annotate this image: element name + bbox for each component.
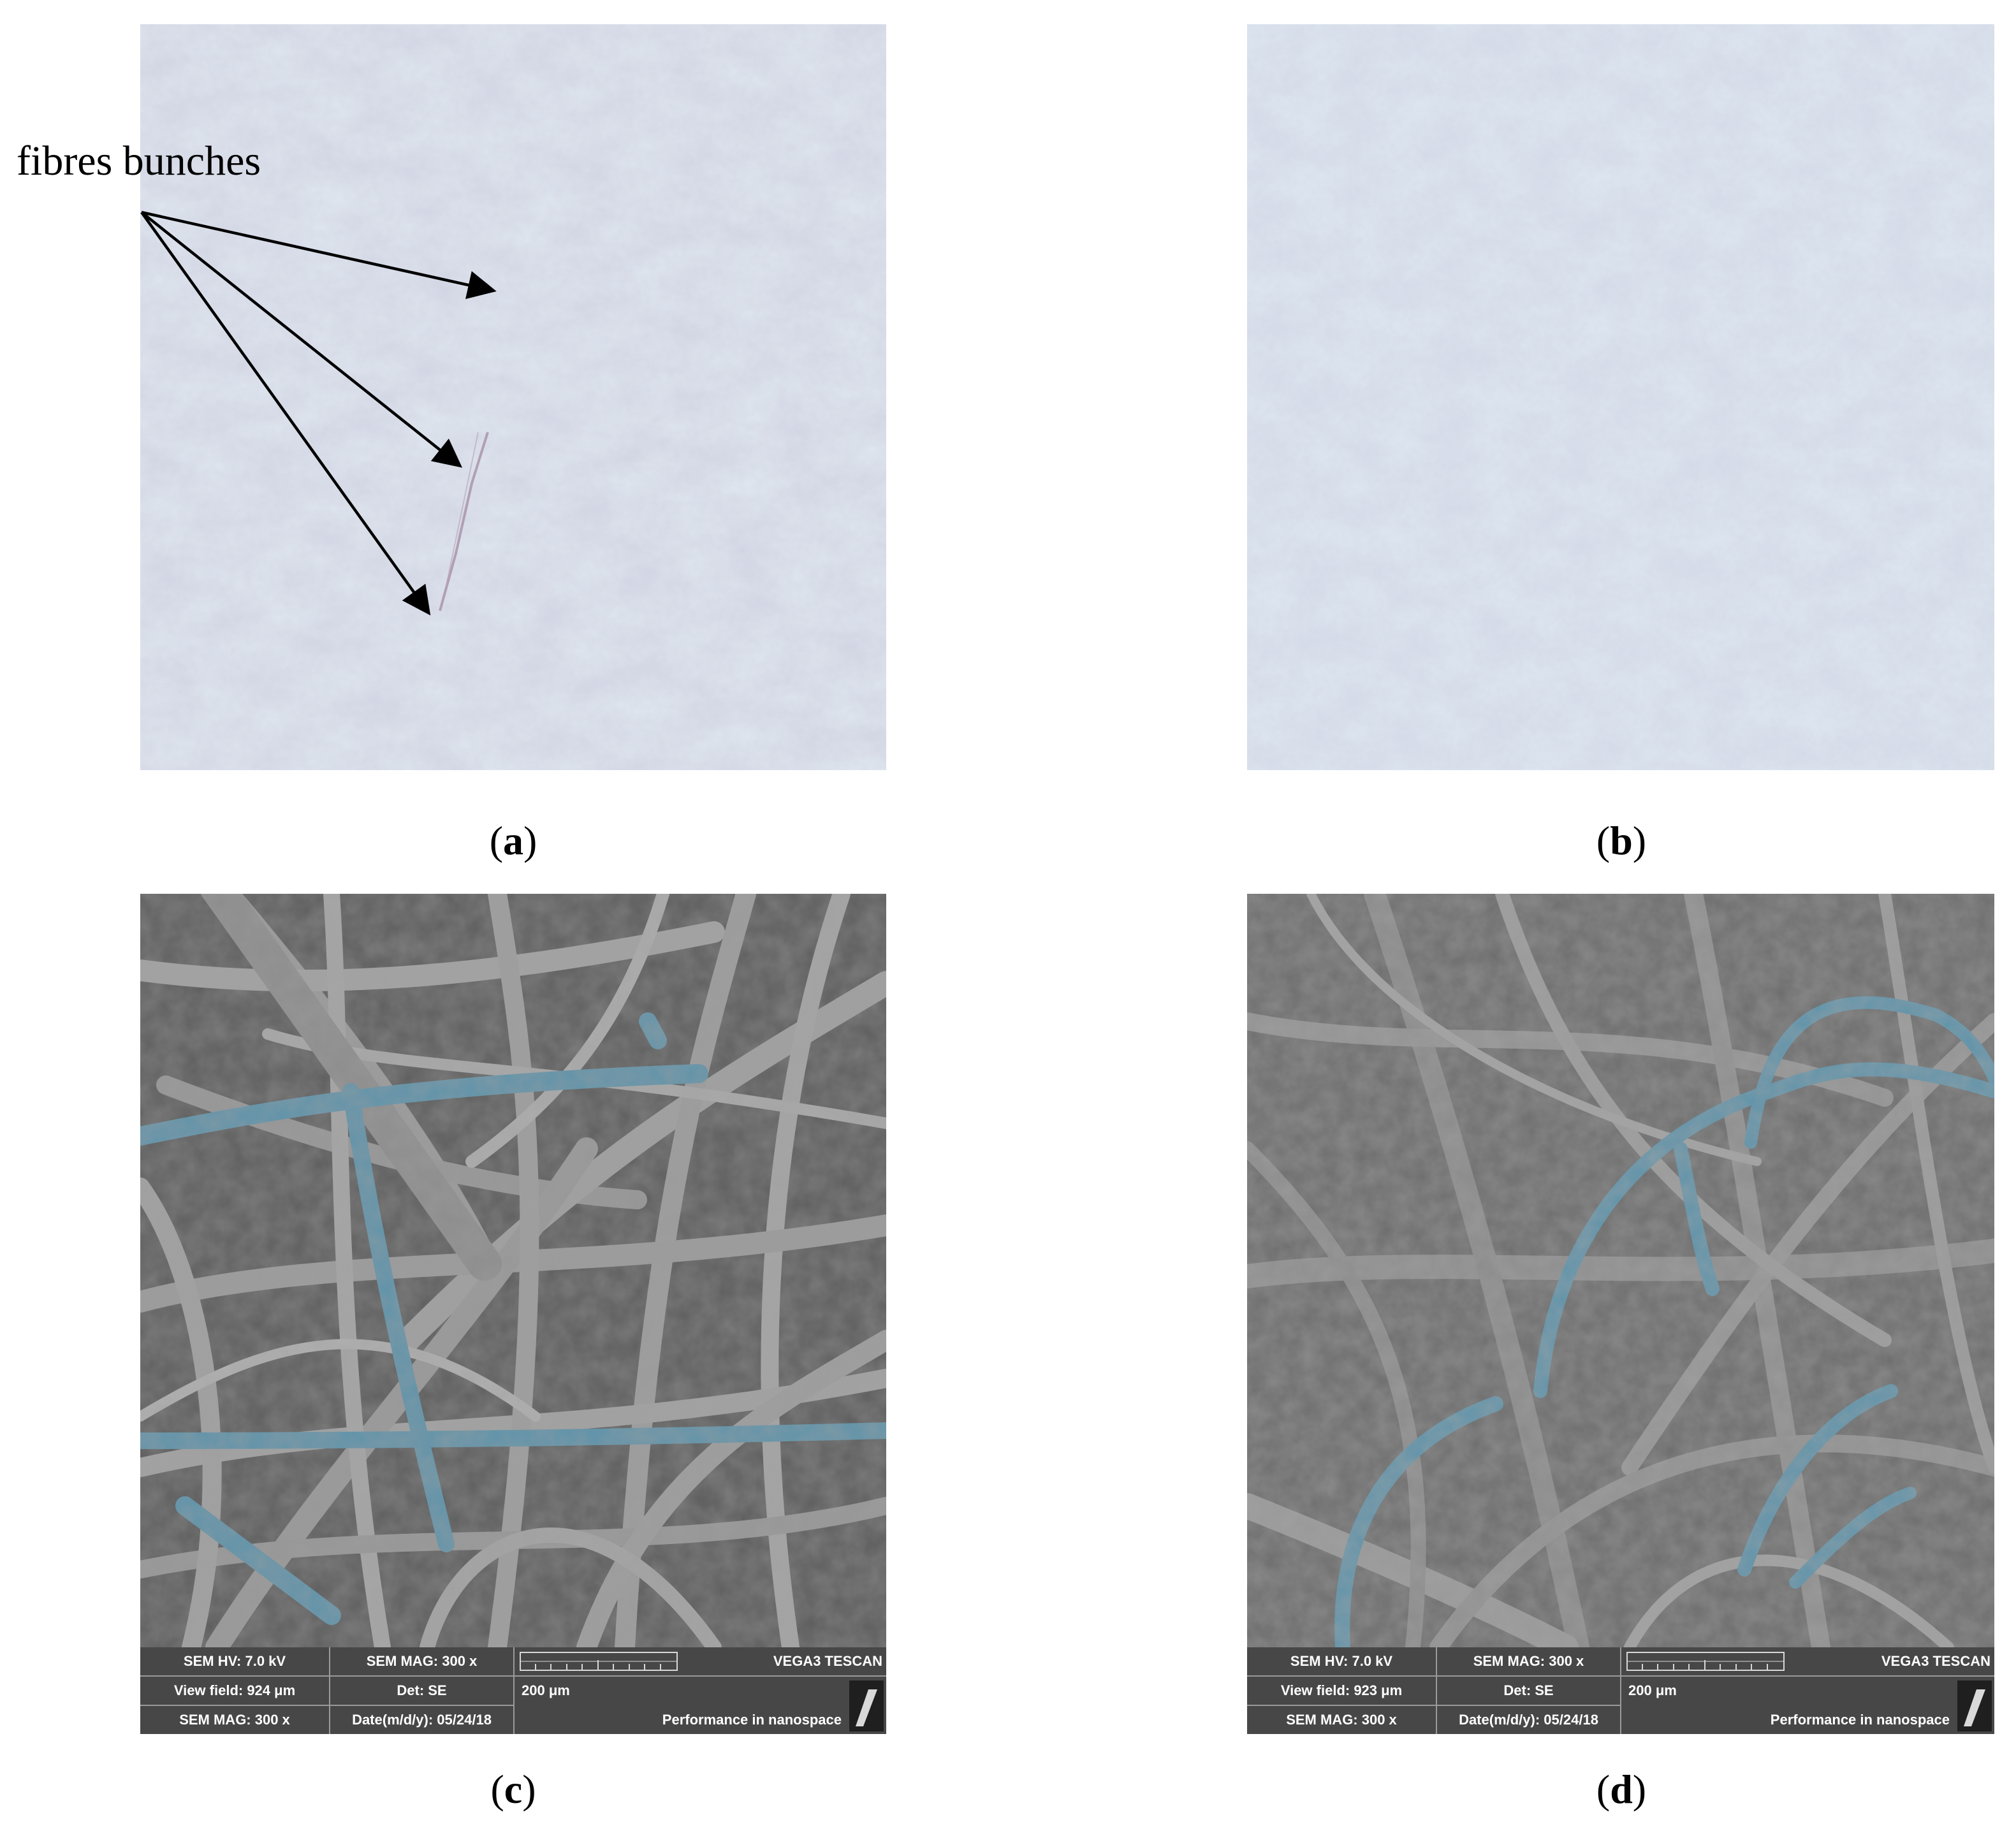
sem-hv-c: SEM HV: 7.0 kV xyxy=(183,1653,286,1669)
sem-info-bar-d: SEM HV: 7.0 kV SEM MAG: 300 x VEGA3 TESC… xyxy=(1247,1647,1994,1734)
tescan-logo-c xyxy=(849,1680,884,1731)
tescan-logo-d xyxy=(1957,1680,1992,1731)
caption-a: (a) xyxy=(489,818,537,863)
sem-mag2-d: SEM MAG: 300 x xyxy=(1286,1712,1397,1728)
sem-view-field-c: View field: 924 μm xyxy=(173,1682,296,1698)
fibres-bunches-label: fibres bunches xyxy=(17,138,261,184)
sem-scale-label-c: 200 μm xyxy=(522,1682,570,1698)
sem-mag2-c: SEM MAG: 300 x xyxy=(179,1712,290,1728)
sem-brand-c: VEGA3 TESCAN xyxy=(773,1653,882,1669)
sem-det-c: Det: SE xyxy=(397,1682,447,1698)
sem-mag-c: SEM MAG: 300 x xyxy=(366,1653,478,1669)
paper-photo-a xyxy=(140,24,886,770)
sem-slogan-c: Performance in nanospace xyxy=(662,1712,842,1728)
sem-scale-label-d: 200 μm xyxy=(1628,1682,1677,1698)
sem-det-d: Det: SE xyxy=(1503,1682,1554,1698)
sem-view-field-d: View field: 923 μm xyxy=(1280,1682,1403,1698)
sem-scale-bar-c xyxy=(520,1652,678,1671)
caption-b: (b) xyxy=(1596,818,1647,863)
sem-mag-d: SEM MAG: 300 x xyxy=(1473,1653,1584,1669)
sem-image-c xyxy=(140,894,886,1647)
panel-c-sem: SEM HV: 7.0 kV SEM MAG: 300 x VEGA3 TESC… xyxy=(140,894,886,1734)
sem-info-bar-c: SEM HV: 7.0 kV SEM MAG: 300 x VEGA3 TESC… xyxy=(140,1647,886,1734)
sem-date-c: Date(m/d/y): 05/24/18 xyxy=(352,1712,492,1728)
sem-hv-d: SEM HV: 7.0 kV xyxy=(1290,1653,1393,1669)
caption-c: (c) xyxy=(490,1767,536,1812)
sem-slogan-d: Performance in nanospace xyxy=(1770,1712,1950,1728)
paper-photo-b xyxy=(1247,24,1994,770)
sem-image-d xyxy=(1247,894,1994,1647)
sem-date-d: Date(m/d/y): 05/24/18 xyxy=(1459,1712,1598,1728)
panel-b-photo xyxy=(1247,24,1994,770)
caption-d: (d) xyxy=(1596,1767,1647,1812)
panel-d-sem: SEM HV: 7.0 kV SEM MAG: 300 x VEGA3 TESC… xyxy=(1247,894,1994,1734)
sem-scale-bar-d xyxy=(1626,1652,1785,1671)
sem-brand-d: VEGA3 TESCAN xyxy=(1881,1653,1990,1669)
panel-a-photo xyxy=(140,24,886,770)
